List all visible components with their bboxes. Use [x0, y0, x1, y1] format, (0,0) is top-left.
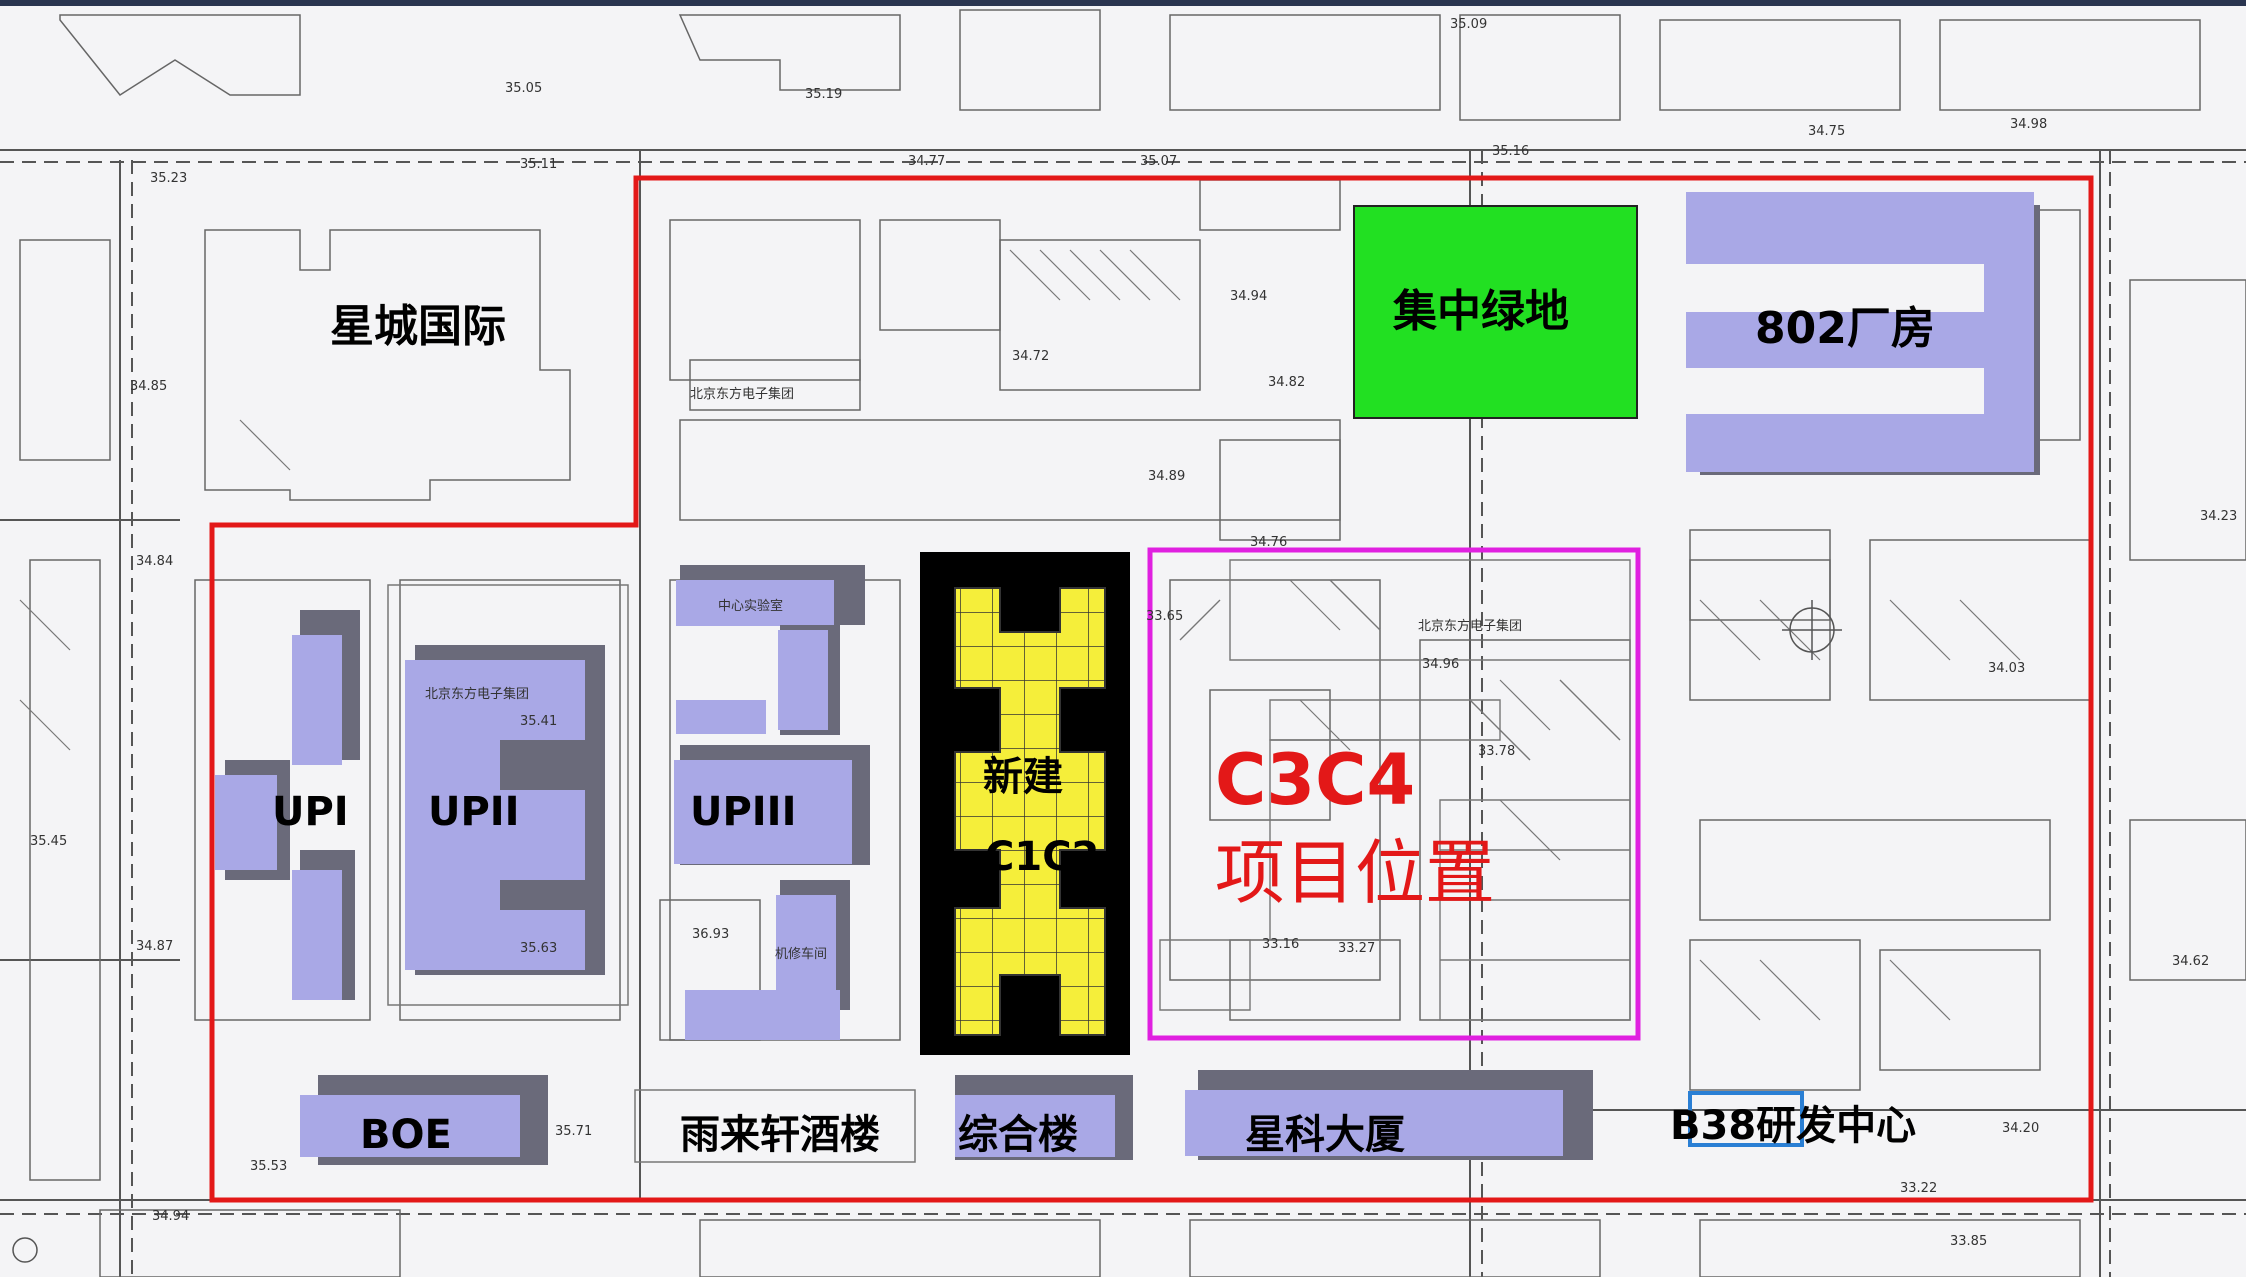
elevation: 34.84	[136, 554, 174, 569]
elevation: 35.11	[520, 157, 558, 172]
surrounding-buildings	[19, 9, 2246, 1277]
c3c4-location-label: 项目位置	[1215, 832, 1495, 914]
c3c4-project-outline	[1147, 547, 1641, 1041]
up1-label: UPI	[272, 789, 349, 835]
up2-label: UPII	[428, 789, 520, 835]
elevation: 34.94	[152, 1209, 190, 1224]
elevation: 34.82	[1268, 375, 1306, 390]
elevation: 33.27	[1338, 941, 1376, 956]
elevation: 35.63	[520, 941, 558, 956]
elevation: 33.78	[1478, 744, 1516, 759]
xingke-building-label: 星科大厦	[1245, 1112, 1405, 1158]
plant-802-label: 802厂房	[1755, 303, 1935, 354]
elevation: 35.71	[555, 1124, 593, 1139]
elevation: 34.94	[1230, 289, 1268, 304]
elevation: 35.45	[30, 834, 68, 849]
elevation: 35.19	[805, 87, 843, 102]
elevation: 34.03	[1988, 661, 2026, 676]
elevation: 35.16	[1492, 144, 1530, 159]
plant-802-building	[1686, 192, 2040, 475]
elevation: 34.96	[1422, 657, 1460, 672]
star-city-label: 星城国际	[330, 301, 506, 352]
elevation: 35.53	[250, 1159, 288, 1174]
new-build-label: 新建	[983, 754, 1063, 800]
rd-center-suffix: 研发中心	[1756, 1103, 1917, 1149]
c1c2-label: C1C2	[985, 834, 1100, 880]
up3-building	[674, 565, 870, 1040]
elevation: 35.07	[1140, 154, 1178, 169]
complex-building-label: 综合楼	[958, 1112, 1078, 1158]
boe-label: BOE	[360, 1112, 452, 1158]
elevation: 33.65	[1146, 609, 1184, 624]
elevation: 35.09	[1450, 17, 1488, 32]
elevation: 33.16	[1262, 937, 1300, 952]
group-label-1: 北京东方电子集团	[1418, 619, 1523, 634]
elevation: 34.23	[2200, 509, 2238, 524]
elevation: 35.41	[520, 714, 558, 729]
elevation: 34.75	[1808, 124, 1846, 139]
elevation: 34.89	[1148, 469, 1186, 484]
up3-label: UPIII	[690, 789, 797, 835]
site-boundary	[209, 175, 2094, 1203]
elevation: 35.05	[505, 81, 543, 96]
elevation: 34.85	[130, 379, 168, 394]
up1-building	[215, 610, 360, 1000]
b38-prefix: B38	[1670, 1103, 1757, 1149]
up2-building	[387, 584, 629, 1006]
elevation: 34.76	[1250, 535, 1288, 550]
elevation: 33.85	[1950, 1234, 1988, 1249]
b38-rd-center-label: B38研发中心	[1670, 1106, 1916, 1146]
green-space-label: 集中绿地	[1393, 286, 1569, 337]
elevation: 35.23	[150, 171, 188, 186]
elevation: 34.20	[2002, 1121, 2040, 1136]
elevation: 34.72	[1012, 349, 1050, 364]
elevation: 36.93	[692, 927, 730, 942]
group-label-2: 北京东方电子集团	[690, 387, 795, 402]
elevation: 33.22	[1900, 1181, 1938, 1196]
elevation: 34.77	[908, 154, 946, 169]
c3c4-code-label: C3C4	[1215, 739, 1416, 821]
elevation: 34.87	[136, 939, 174, 954]
elevation: 34.62	[2172, 954, 2210, 969]
mech-shop-label: 机修车间	[775, 947, 828, 962]
new-c1c2-building	[920, 552, 1130, 1055]
center-lab-label: 中心实验室	[718, 599, 784, 614]
b38-highlight-box	[1688, 1091, 1804, 1147]
green-space	[1353, 205, 1638, 419]
restaurant-label: 雨来轩酒楼	[680, 1112, 880, 1158]
bottom-buildings	[300, 1070, 1593, 1165]
group-label-3: 北京东方电子集团	[425, 687, 530, 702]
elevation: 34.98	[2010, 117, 2048, 132]
